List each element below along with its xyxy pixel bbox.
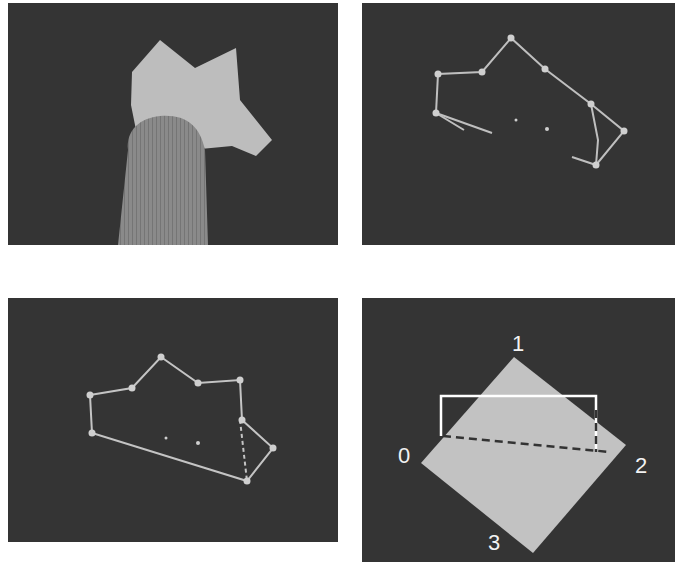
fitted-quad (421, 357, 626, 553)
model-outline (441, 396, 596, 452)
corner-number: 1 (512, 333, 524, 355)
corner-number: 0 (398, 445, 410, 467)
corner-number: 2 (635, 455, 647, 477)
hidden-edges (443, 410, 610, 452)
fit-panel (362, 298, 675, 562)
polygon-points (87, 354, 277, 485)
contour-panel (362, 3, 675, 245)
contour-points (433, 35, 628, 169)
hand (118, 116, 208, 245)
corner-number: 3 (488, 532, 500, 554)
polygon-panel (8, 298, 338, 542)
polygon (90, 357, 273, 481)
photo-panel (8, 3, 338, 245)
contour (436, 38, 624, 165)
